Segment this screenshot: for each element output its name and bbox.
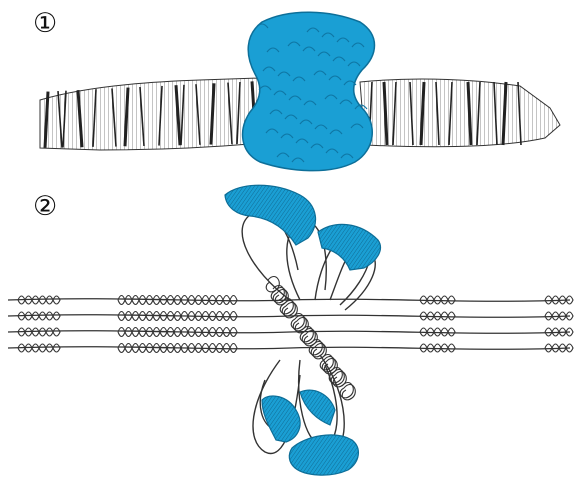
coil-loop (125, 328, 132, 337)
coil-loop (132, 344, 139, 353)
coil-loop (46, 344, 53, 352)
coil-loop (132, 312, 139, 321)
central-tangle (266, 277, 355, 400)
chromatin-strand (8, 347, 570, 350)
coil-loop (53, 328, 60, 336)
coil-loop (132, 328, 139, 337)
protein-blob (243, 12, 375, 170)
panel-1-dna-with-protein (40, 12, 560, 170)
panel-2-chromatin-loops (8, 185, 573, 475)
coil-loop (39, 344, 46, 352)
coil-loop (139, 328, 146, 337)
coil-loop (448, 296, 455, 304)
coil-loop (53, 312, 60, 320)
protein-complex-top (225, 185, 380, 270)
coil-loop (448, 328, 455, 336)
coil-loop (46, 296, 53, 304)
chromatin-strands (8, 299, 570, 350)
coil-loop (32, 312, 39, 320)
coil-loop (139, 344, 146, 353)
coil-loop (125, 312, 132, 321)
coil-loop (118, 312, 125, 321)
coil-loop (39, 328, 46, 336)
coil-loop (32, 296, 39, 304)
coil-loop (448, 344, 455, 352)
coil-loop (118, 344, 125, 353)
dna-ribbon-left (40, 78, 262, 150)
coil-loop (46, 328, 53, 336)
coil-loop (125, 296, 132, 305)
coil-loop (32, 344, 39, 352)
coil-loop (118, 296, 125, 305)
coil-loop (53, 296, 60, 304)
coil-loop (32, 328, 39, 336)
coil-loop (53, 344, 60, 352)
coil-loop (39, 296, 46, 304)
coil-loop (139, 296, 146, 305)
chromatin-strand (8, 331, 570, 334)
coil-loop (46, 312, 53, 320)
coil-loop (132, 296, 139, 305)
coil-loop (39, 312, 46, 320)
coil-loop (125, 344, 132, 353)
dna-ribbon-right (360, 79, 560, 147)
coil-loop (448, 312, 455, 320)
coil-loop (139, 312, 146, 321)
coil-loop (118, 328, 125, 337)
